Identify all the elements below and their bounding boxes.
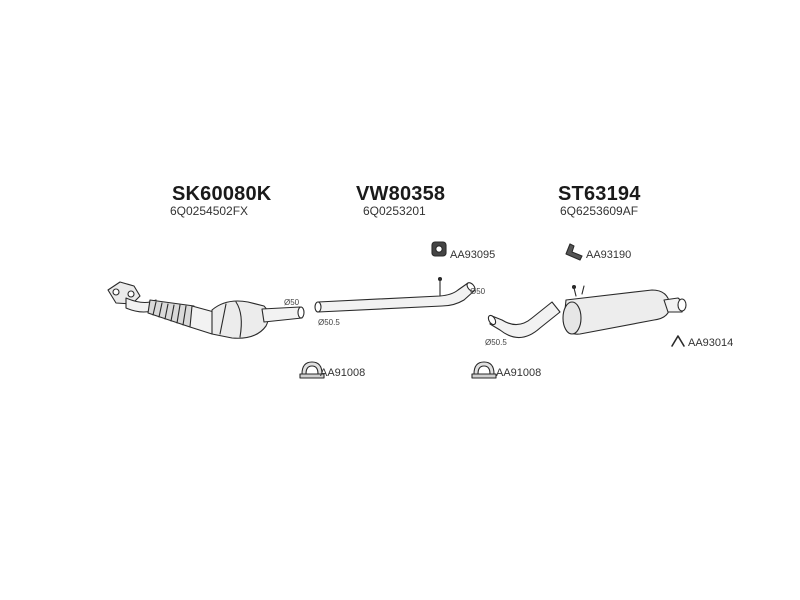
rear-silencer	[487, 284, 687, 339]
middle-pipe-oe-number: 6Q0253201	[363, 204, 426, 218]
catalyst-code: SK60080K	[172, 183, 272, 205]
mount-part-number: AA93095	[450, 249, 496, 261]
rubber-mount-icon	[431, 241, 447, 257]
rear-inlet-diameter: Ø50.5	[485, 338, 507, 347]
middle-pipe	[314, 276, 476, 313]
mid-inlet-diameter: Ø50.5	[318, 318, 340, 327]
clamp-icon	[299, 361, 325, 379]
clamp-part-number: AA91008	[496, 367, 542, 379]
hanger-bracket-icon	[565, 243, 583, 261]
catalytic-converter	[107, 281, 305, 339]
hanger-part-number: AA93014	[688, 337, 734, 349]
bracket-part-number: AA93190	[586, 249, 632, 261]
rear-silencer-oe-number: 6Q6253609AF	[560, 204, 639, 218]
rear-silencer-code: ST63194	[558, 183, 641, 205]
mid-outlet-diameter: Ø50	[470, 287, 486, 296]
cat-outlet-diameter: Ø50	[284, 298, 300, 307]
middle-pipe-code: VW80358	[356, 183, 446, 205]
clamp-part-number: AA91008	[320, 367, 366, 379]
clamp-icon	[471, 361, 497, 379]
hanger-icon	[671, 335, 685, 347]
catalyst-oe-number: 6Q0254502FX	[170, 204, 249, 218]
